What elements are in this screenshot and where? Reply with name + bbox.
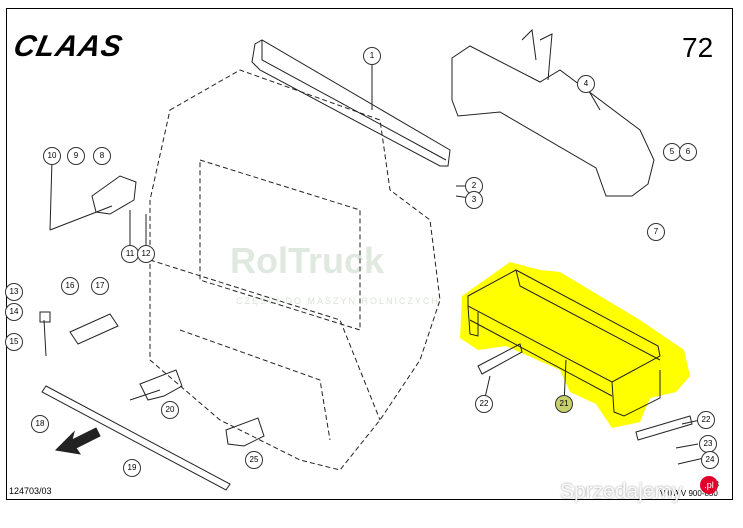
- callout-13: 13: [5, 283, 23, 301]
- callout-9: 9: [67, 147, 85, 165]
- bracket-part-8: [91, 175, 137, 215]
- main-frame: [149, 69, 441, 471]
- callout-12: 12: [137, 245, 155, 263]
- callout-8: 8: [93, 147, 111, 165]
- direction-arrow: [54, 427, 101, 455]
- reference-code: V 0 A V 900-830: [660, 489, 718, 498]
- callout-22: 22: [475, 395, 493, 413]
- callout-15: 15: [5, 333, 23, 351]
- callout-16: 16: [61, 277, 79, 295]
- callout-24: 24: [701, 451, 719, 469]
- callout-19: 19: [123, 459, 141, 477]
- callout-20: 20: [161, 401, 179, 419]
- callout-18: 18: [31, 415, 49, 433]
- callout-22: 22: [697, 411, 715, 429]
- callout-17: 17: [91, 277, 109, 295]
- claas-logo: CLAAS: [10, 30, 126, 63]
- callout-10: 10: [43, 147, 61, 165]
- callout-3: 3: [465, 191, 483, 209]
- callout-1: 1: [363, 47, 381, 65]
- callout-14: 14: [5, 303, 23, 321]
- hook-part-20: [139, 369, 183, 401]
- bracket-22-lower: [635, 415, 693, 441]
- page-number: 72: [682, 32, 714, 63]
- callout-21: 21: [555, 395, 573, 413]
- watermark-tagline: CZĘŚCI DO MASZYN ROLNICZYCH: [236, 296, 441, 306]
- highlighted-stand-part: [460, 262, 690, 428]
- marketplace-watermark: Sprzedajemy: [560, 480, 683, 503]
- watermark-brand: RolTruck: [230, 240, 385, 281]
- callout-6: 6: [679, 143, 697, 161]
- callout-7: 7: [647, 223, 665, 241]
- callout-25: 25: [245, 451, 263, 469]
- rod-part-19: [41, 385, 231, 491]
- link-part-17: [69, 313, 119, 345]
- callout-4: 4: [577, 75, 595, 93]
- page-border: [6, 8, 733, 500]
- document-code: 124703/03: [9, 486, 52, 496]
- arm-part-4: [451, 45, 655, 197]
- marketplace-badge: .pl: [700, 476, 718, 494]
- top-rail-part-1: [251, 39, 451, 167]
- bracket-22-upper: [477, 343, 523, 375]
- hook-part-25: [225, 417, 265, 447]
